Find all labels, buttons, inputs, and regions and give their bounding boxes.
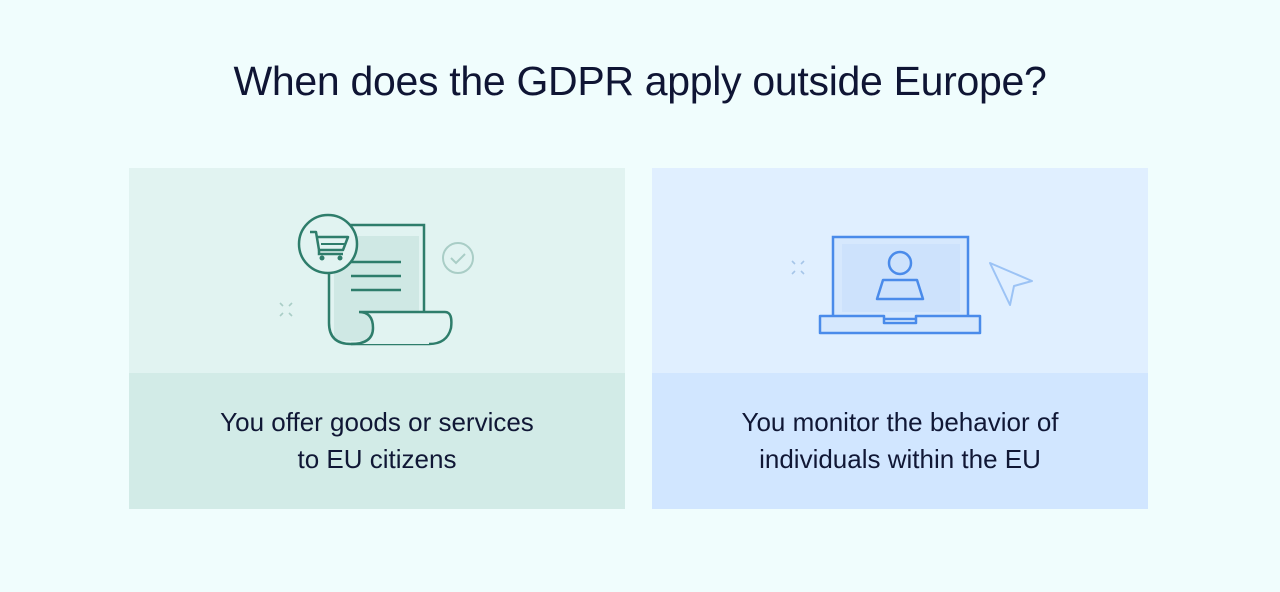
shopping-cart-receipt-icon	[279, 213, 474, 346]
card-caption: You monitor the behavior of individuals …	[652, 373, 1148, 509]
caption-line-1: You offer goods or services	[220, 407, 534, 437]
card-illustration-area	[129, 168, 625, 373]
caption-line-1: You monitor the behavior of	[741, 407, 1059, 437]
caption-line-2: to EU citizens	[297, 444, 457, 474]
card-illustration-area	[652, 168, 1148, 373]
card-caption: You offer goods or services to EU citize…	[129, 373, 625, 509]
laptop-user-icon	[791, 235, 1033, 335]
page-title: When does the GDPR apply outside Europe?	[233, 58, 1047, 104]
card-offer-goods: You offer goods or services to EU citize…	[129, 168, 625, 509]
caption-line-2: individuals within the EU	[759, 444, 1041, 474]
card-monitor-behavior: You monitor the behavior of individuals …	[652, 168, 1148, 509]
